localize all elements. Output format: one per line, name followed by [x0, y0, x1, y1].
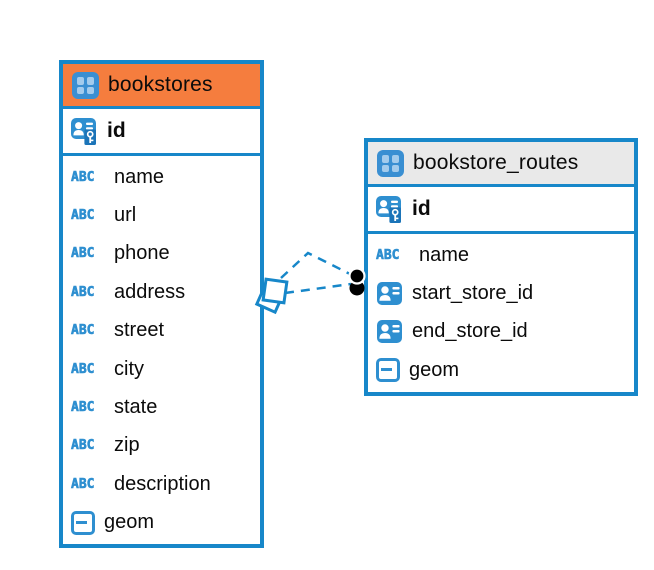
pk-column-name: id [107, 119, 126, 142]
table-bookstore-routes-header[interactable]: bookstore_routes [368, 142, 634, 187]
table-icon [72, 71, 99, 99]
relationship-line[interactable] [280, 251, 351, 279]
column-row[interactable]: ABC zip [63, 427, 260, 465]
column-row-pk[interactable]: id [368, 187, 634, 234]
table-bookstores-header[interactable]: bookstores [63, 64, 260, 109]
relationship-line[interactable] [284, 282, 352, 295]
person-reference-icon [377, 320, 402, 344]
primary-key-icon [376, 196, 401, 223]
table-title: bookstores [108, 73, 213, 96]
column-name: name [419, 243, 470, 266]
column-row[interactable]: ABC url [63, 196, 260, 234]
column-row[interactable]: ABC city [63, 350, 260, 388]
column-name: address [114, 280, 186, 303]
column-row[interactable]: start_store_id [368, 274, 634, 312]
column-name: phone [114, 242, 170, 265]
column-row-pk[interactable]: id [63, 109, 260, 156]
text-type-icon: ABC [71, 246, 95, 262]
text-type-icon: ABC [71, 361, 95, 377]
column-row[interactable]: ABC phone [63, 235, 260, 273]
text-type-icon: ABC [376, 247, 400, 263]
column-row[interactable]: geom [63, 504, 260, 542]
pk-column-name: id [412, 197, 431, 220]
column-name: state [114, 396, 158, 419]
column-name: geom [409, 358, 460, 381]
text-type-icon: ABC [71, 169, 95, 185]
column-name: name [114, 165, 165, 188]
table-icon [377, 149, 404, 177]
column-list: ABC name ABC url ABC phone ABC address A… [63, 156, 260, 544]
column-name: geom [104, 511, 155, 534]
text-type-icon: ABC [71, 208, 95, 224]
column-name: description [114, 472, 211, 495]
table-title: bookstore_routes [413, 151, 579, 174]
person-reference-icon [377, 282, 402, 306]
column-row[interactable]: end_store_id [368, 313, 634, 351]
primary-key-icon [71, 118, 96, 145]
text-type-icon: ABC [71, 476, 95, 493]
column-name: street [114, 319, 165, 342]
column-row[interactable]: ABC street [63, 312, 260, 350]
text-type-icon: ABC [71, 284, 95, 301]
table-bookstore-routes[interactable]: bookstore_routes id ABC name [364, 138, 638, 396]
table-bookstores[interactable]: bookstores id ABC name ABC [59, 60, 264, 548]
text-type-icon: ABC [71, 400, 95, 416]
column-name: url [114, 204, 137, 227]
geometry-type-icon [376, 358, 400, 383]
column-list: ABC name start_store_id [368, 234, 634, 392]
column-row[interactable]: ABC name [63, 158, 260, 196]
relationship-target-marker[interactable] [348, 267, 366, 296]
column-name: start_store_id [412, 282, 534, 305]
text-type-icon: ABC [71, 323, 95, 339]
column-name: end_store_id [412, 320, 528, 343]
column-row[interactable]: geom [368, 351, 634, 389]
geometry-type-icon [71, 510, 95, 535]
column-row[interactable]: ABC name [368, 236, 634, 274]
column-name: zip [114, 434, 140, 457]
column-name: city [114, 357, 144, 380]
column-row[interactable]: ABC address [63, 273, 260, 311]
column-row[interactable]: ABC description [63, 465, 260, 503]
text-type-icon: ABC [71, 438, 95, 454]
column-row[interactable]: ABC state [63, 388, 260, 426]
